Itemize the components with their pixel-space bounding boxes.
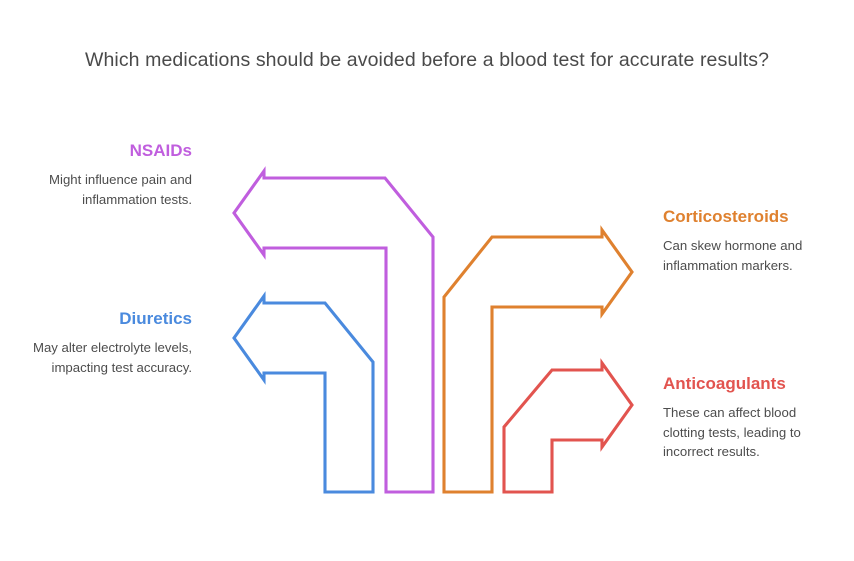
label-block-anticoagulants: Anticoagulants These can affect blood cl…: [663, 373, 839, 462]
label-heading-anticoagulants: Anticoagulants: [663, 374, 786, 393]
label-block-corticosteroids: Corticosteroids Can skew hormone and inf…: [663, 206, 839, 275]
label-heading-nsaids: NSAIDs: [129, 141, 192, 160]
anticoagulants-arrow: [502, 358, 634, 494]
corticosteroids-arrow: [442, 225, 634, 494]
label-description-corticosteroids: Can skew hormone and inflammation marker…: [663, 238, 803, 273]
label-block-diuretics: Diuretics May alter electrolyte levels, …: [16, 308, 192, 377]
label-description-diuretics: May alter electrolyte levels, impacting …: [32, 340, 192, 375]
nsaids-arrow: [232, 166, 435, 494]
diuretics-arrow: [232, 291, 375, 494]
label-description-nsaids: Might influence pain and inflammation te…: [49, 172, 192, 207]
label-block-nsaids: NSAIDs Might influence pain and inflamma…: [16, 140, 192, 209]
label-heading-diuretics: Diuretics: [119, 309, 192, 328]
label-description-anticoagulants: These can affect blood clotting tests, l…: [663, 405, 801, 459]
label-heading-corticosteroids: Corticosteroids: [663, 207, 789, 226]
page-title: Which medications should be avoided befo…: [84, 49, 770, 71]
